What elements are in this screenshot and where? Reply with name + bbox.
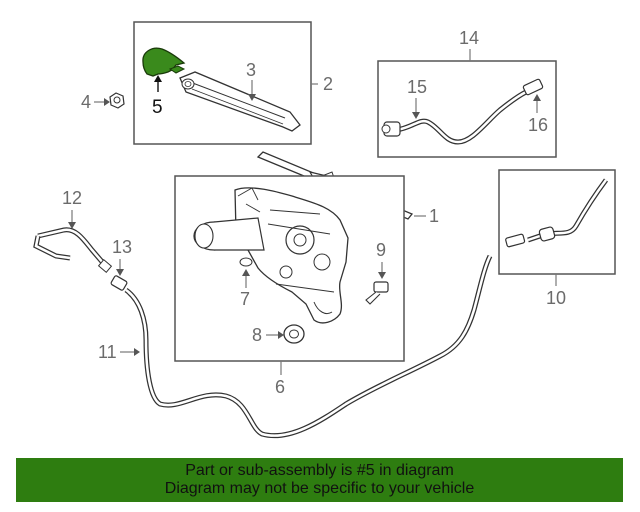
callout-13: 13 [112, 237, 132, 257]
hose-10-group-box [498, 169, 616, 275]
arrow-16 [533, 94, 541, 101]
nozzle-hose-part-12[interactable] [33, 227, 113, 273]
callout-1: 1 [429, 206, 439, 226]
arrow-9 [378, 272, 386, 279]
arrow-3 [248, 94, 256, 101]
washer-hose-part-11[interactable] [124, 254, 493, 439]
callout-3: 3 [246, 60, 256, 80]
callout-7: 7 [240, 289, 250, 309]
callout-16: 16 [528, 115, 548, 135]
grommet-part-8[interactable] [283, 324, 305, 344]
callout-6: 6 [275, 377, 285, 397]
callout-8: 8 [252, 325, 262, 345]
callout-12: 12 [62, 188, 82, 208]
callout-4: 4 [81, 92, 91, 112]
connector-part-16[interactable] [522, 78, 544, 96]
wiper-motor-part[interactable] [193, 187, 349, 324]
callout-15: 15 [407, 77, 427, 97]
connector-part-13[interactable] [110, 275, 128, 291]
callout-2: 2 [323, 74, 333, 94]
callout-10: 10 [546, 288, 566, 308]
arrow-8 [278, 331, 284, 339]
footer-line-2: Diagram may not be specific to your vehi… [164, 480, 475, 497]
nut-part-4[interactable] [109, 92, 125, 109]
arrow-7 [242, 269, 250, 276]
footer-line-1: Part or sub-assembly is #5 in diagram [185, 462, 454, 479]
wiper-arm-part[interactable] [179, 71, 301, 132]
arrow-5 [154, 75, 162, 82]
bolt-part-9[interactable] [365, 281, 389, 305]
arrow-11 [134, 348, 140, 356]
callout-5: 5 [152, 97, 163, 118]
hose-part-15[interactable] [381, 89, 528, 145]
footer-banner: Part or sub-assembly is #5 in diagram Di… [16, 458, 623, 502]
arrow-4 [104, 98, 110, 106]
callout-11: 11 [98, 342, 117, 362]
wiper-arm-cap-part-5[interactable] [142, 47, 186, 77]
callout-9: 9 [376, 240, 386, 260]
callout-14: 14 [459, 28, 479, 48]
arrow-15 [412, 112, 420, 119]
arrow-12 [68, 222, 76, 229]
hose-group-box [377, 60, 557, 158]
hose-part-10[interactable] [505, 178, 609, 248]
arrow-13 [116, 269, 124, 276]
